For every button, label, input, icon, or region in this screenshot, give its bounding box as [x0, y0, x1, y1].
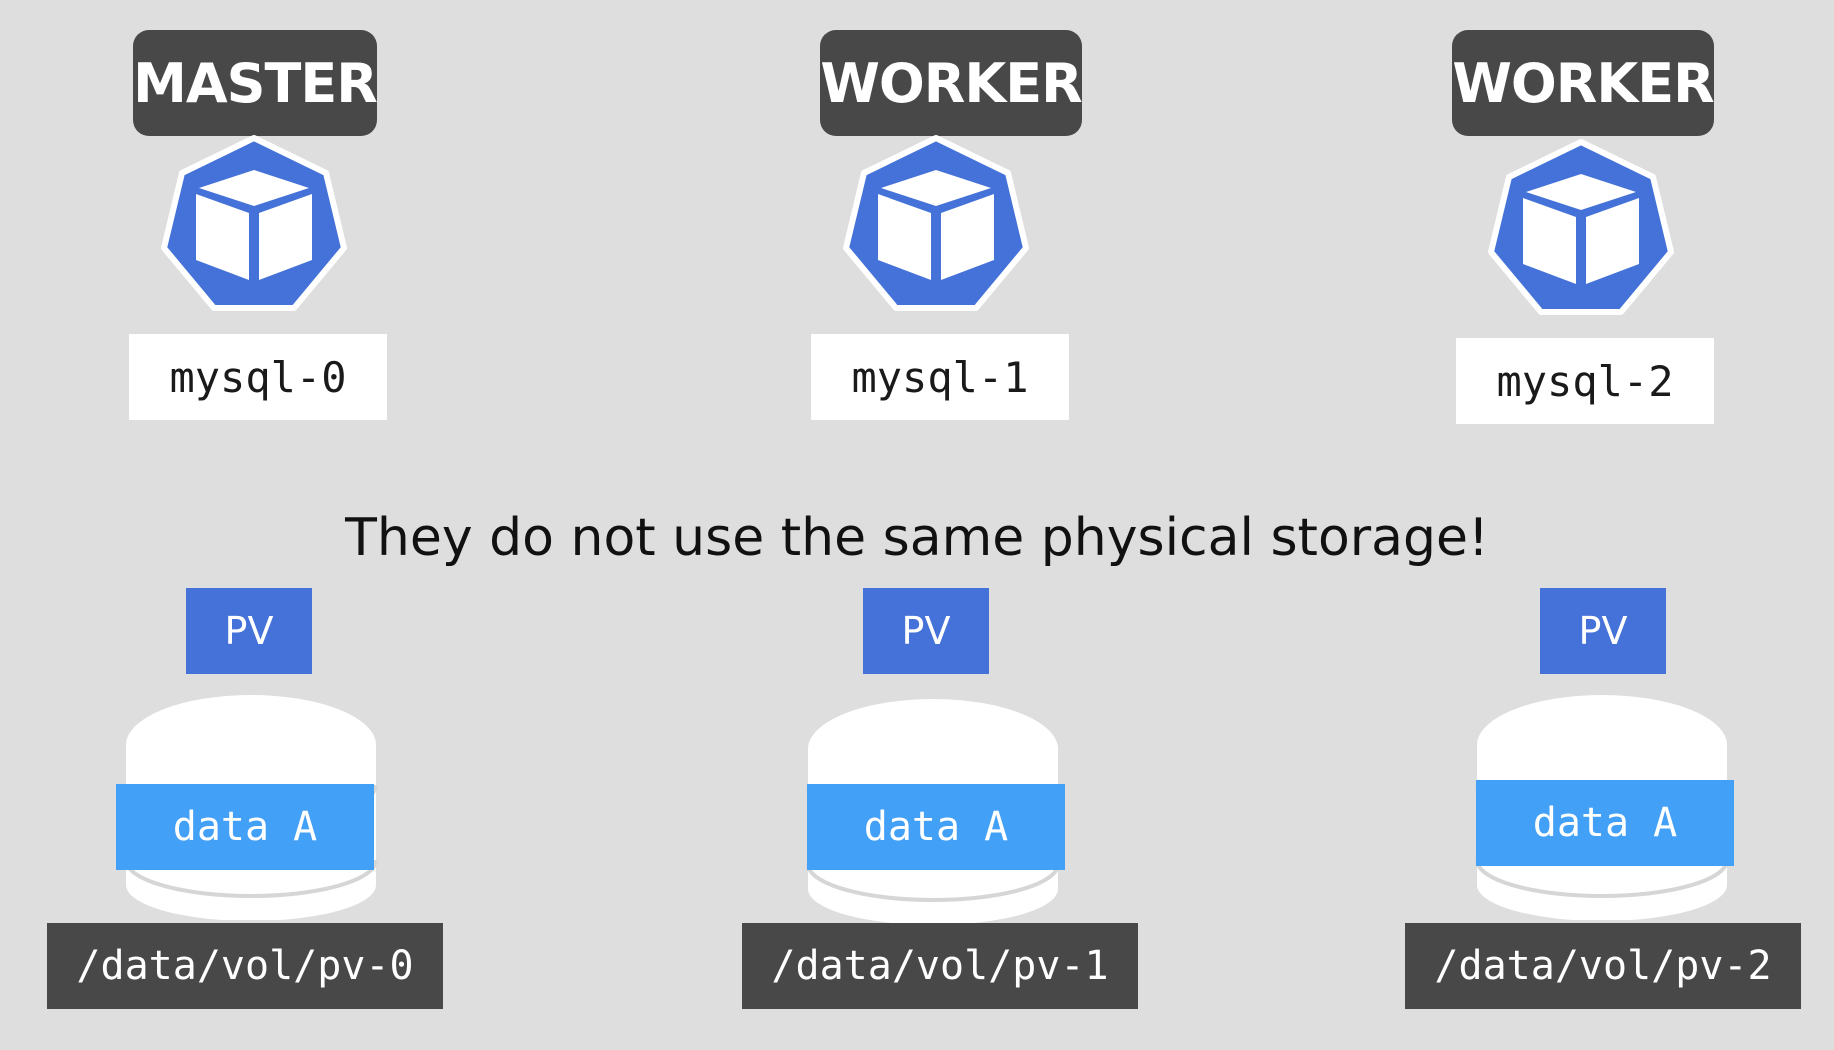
persistent-volume-label: PV [1540, 588, 1666, 674]
pod-name-mysql-1: mysql-1 [811, 334, 1069, 420]
persistent-volume-label: PV [863, 588, 989, 674]
node-role-label-worker-2: WORKER [1452, 30, 1715, 136]
node-role-label-master: MASTER [133, 30, 378, 136]
data-label: data A [116, 784, 374, 870]
diagram-caption: They do not use the same physical storag… [345, 508, 1489, 568]
kubernetes-pod-icon [843, 135, 1029, 311]
kubernetes-pod-icon [161, 135, 347, 311]
data-label: data A [1476, 780, 1734, 866]
pod-name-mysql-2: mysql-2 [1456, 338, 1714, 424]
data-label: data A [807, 784, 1065, 870]
kubernetes-pod-icon [1488, 139, 1674, 315]
persistent-volume-label: PV [186, 588, 312, 674]
pod-name-mysql-0: mysql-0 [129, 334, 387, 420]
volume-path-label: /data/vol/pv-2 [1405, 923, 1801, 1009]
volume-path-label: /data/vol/pv-0 [47, 923, 443, 1009]
volume-path-label: /data/vol/pv-1 [742, 923, 1138, 1009]
node-role-label-worker-1: WORKER [820, 30, 1083, 136]
